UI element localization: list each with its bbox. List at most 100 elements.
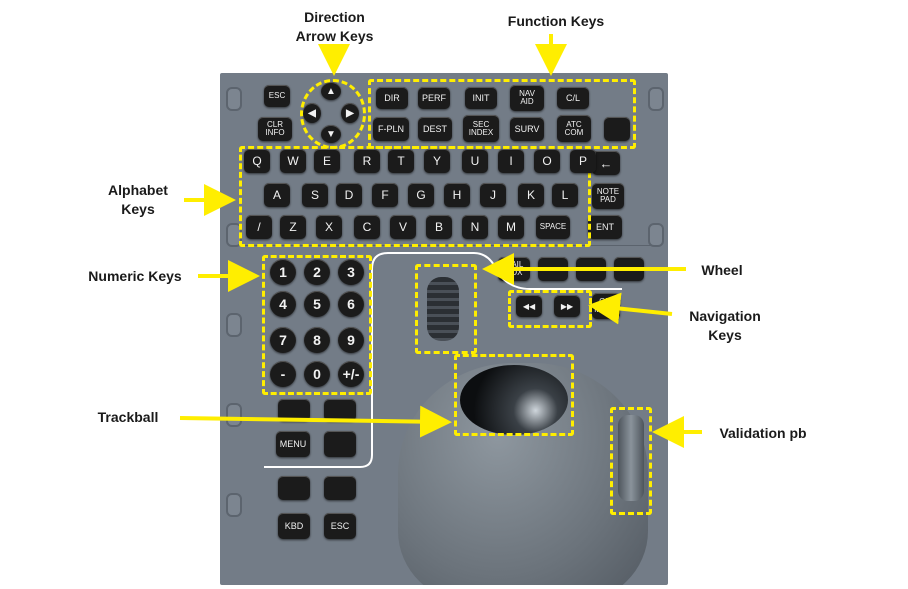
panel-screw [226,403,242,427]
alphabet-label-line1: Alphabet [108,182,168,198]
key-y[interactable]: Y [424,149,450,173]
keyboard-cursor-control-unit: ESC CLR INFO ▲ ◀ ▶ ▼ DIR PERF INIT NAV A… [220,73,668,585]
panel-screw [648,87,664,111]
validation-push-button[interactable] [618,415,644,501]
key-e[interactable]: E [314,149,340,173]
atc-com-key[interactable]: ATC COM [557,115,591,142]
blank-key[interactable] [324,476,356,500]
num-key-5[interactable]: 5 [304,291,330,317]
key-c[interactable]: C [354,215,380,239]
minus-key[interactable]: - [270,361,296,387]
esc-key[interactable]: ESC [264,85,290,107]
key-f[interactable]: F [372,183,398,207]
direction-arrow-keys-label: Direction Arrow Keys [282,8,387,46]
wheel-highlight [415,264,477,354]
key-b[interactable]: B [426,215,452,239]
key-o[interactable]: O [534,149,560,173]
wheel-label: Wheel [701,262,743,278]
mail-box-line2: BOX [505,268,523,277]
key-v[interactable]: V [390,215,416,239]
num-key-8[interactable]: 8 [304,327,330,353]
key-m[interactable]: M [498,215,524,239]
key-q[interactable]: Q [244,149,270,173]
menu-key[interactable]: MENU [276,431,310,457]
f-pln-key[interactable]: F-PLN [373,117,409,141]
num-key-2[interactable]: 2 [304,259,330,285]
kbd-key[interactable]: KBD [278,513,310,539]
key-x[interactable]: X [316,215,342,239]
key-k[interactable]: K [518,183,544,207]
num-key-0[interactable]: 0 [304,361,330,387]
blank-key[interactable] [324,399,356,421]
direction-label-line2: Arrow Keys [295,28,374,44]
trackball[interactable] [460,365,568,435]
ent-key[interactable]: ENT [588,215,622,239]
key-s[interactable]: S [302,183,328,207]
navigation-arrow [588,292,673,325]
key-w[interactable]: W [280,149,306,173]
blank-key[interactable] [324,431,356,457]
trackball-highlight [454,354,574,436]
key-i[interactable]: I [498,149,524,173]
key-l[interactable]: L [552,183,578,207]
blank-function-key[interactable] [604,117,630,141]
esc-bottom-key[interactable]: ESC [324,513,356,539]
clr-info-line1: CLR [266,120,283,129]
function-keys-label: Function Keys [507,13,605,29]
note-pad-line2: PAD [600,195,616,204]
key-z[interactable]: Z [280,215,306,239]
clr-info-key[interactable]: CLR INFO [258,117,292,141]
perf-key[interactable]: PERF [418,87,450,109]
key-t[interactable]: T [388,149,414,173]
backspace-key[interactable]: ← [592,151,620,175]
space-key[interactable]: SPACE [536,215,570,239]
scroll-wheel[interactable] [427,277,459,341]
direction-label-line1: Direction [304,9,365,25]
note-pad-key[interactable]: NOTE PAD [592,183,624,209]
num-key-9[interactable]: 9 [338,327,364,353]
panel-screw [226,313,242,337]
key-h[interactable]: H [444,183,470,207]
alphabet-keys-label: Alphabet Keys [98,181,178,219]
key-d[interactable]: D [336,183,362,207]
num-key-1[interactable]: 1 [270,259,296,285]
blank-key[interactable] [278,399,310,421]
key-p[interactable]: P [570,149,596,173]
fast-forward-key[interactable]: ▶▶ [554,295,580,317]
rewind-key[interactable]: ◀◀ [516,295,542,317]
numeric-keys-highlight [262,255,372,395]
panel-screw [226,493,242,517]
blank-key[interactable] [278,476,310,500]
navigation-label-line2: Keys [708,327,742,343]
key-a[interactable]: A [264,183,290,207]
note-pad-line1: NOTE [596,187,620,196]
trackball-arrow [179,405,452,438]
plus-minus-key[interactable]: +/- [338,361,364,387]
dir-key[interactable]: DIR [376,87,408,109]
panel-screw [648,223,664,247]
key-g[interactable]: G [408,183,434,207]
alphabet-label-line2: Keys [121,201,155,217]
panel-screw [226,87,242,111]
key-slash[interactable]: / [246,215,272,239]
num-key-3[interactable]: 3 [338,259,364,285]
key-u[interactable]: U [462,149,488,173]
navigation-keys-label: Navigation Keys [680,307,770,345]
num-key-4[interactable]: 4 [270,291,296,317]
c-l-key[interactable]: C/L [557,87,589,109]
key-n[interactable]: N [462,215,488,239]
validation-pb-highlight [610,407,652,515]
init-key[interactable]: INIT [465,87,497,109]
nav-aid-key[interactable]: NAV AID [510,85,544,111]
num-key-6[interactable]: 6 [338,291,364,317]
key-j[interactable]: J [480,183,506,207]
dest-key[interactable]: DEST [418,117,452,141]
num-key-7[interactable]: 7 [270,327,296,353]
key-r[interactable]: R [354,149,380,173]
trackball-label: Trackball [97,409,159,425]
numeric-keys-label: Numeric Keys [88,268,182,284]
clr-info-line2: INFO [265,128,285,137]
surv-key[interactable]: SURV [510,117,544,141]
sec-index-key[interactable]: SEC INDEX [463,115,499,142]
